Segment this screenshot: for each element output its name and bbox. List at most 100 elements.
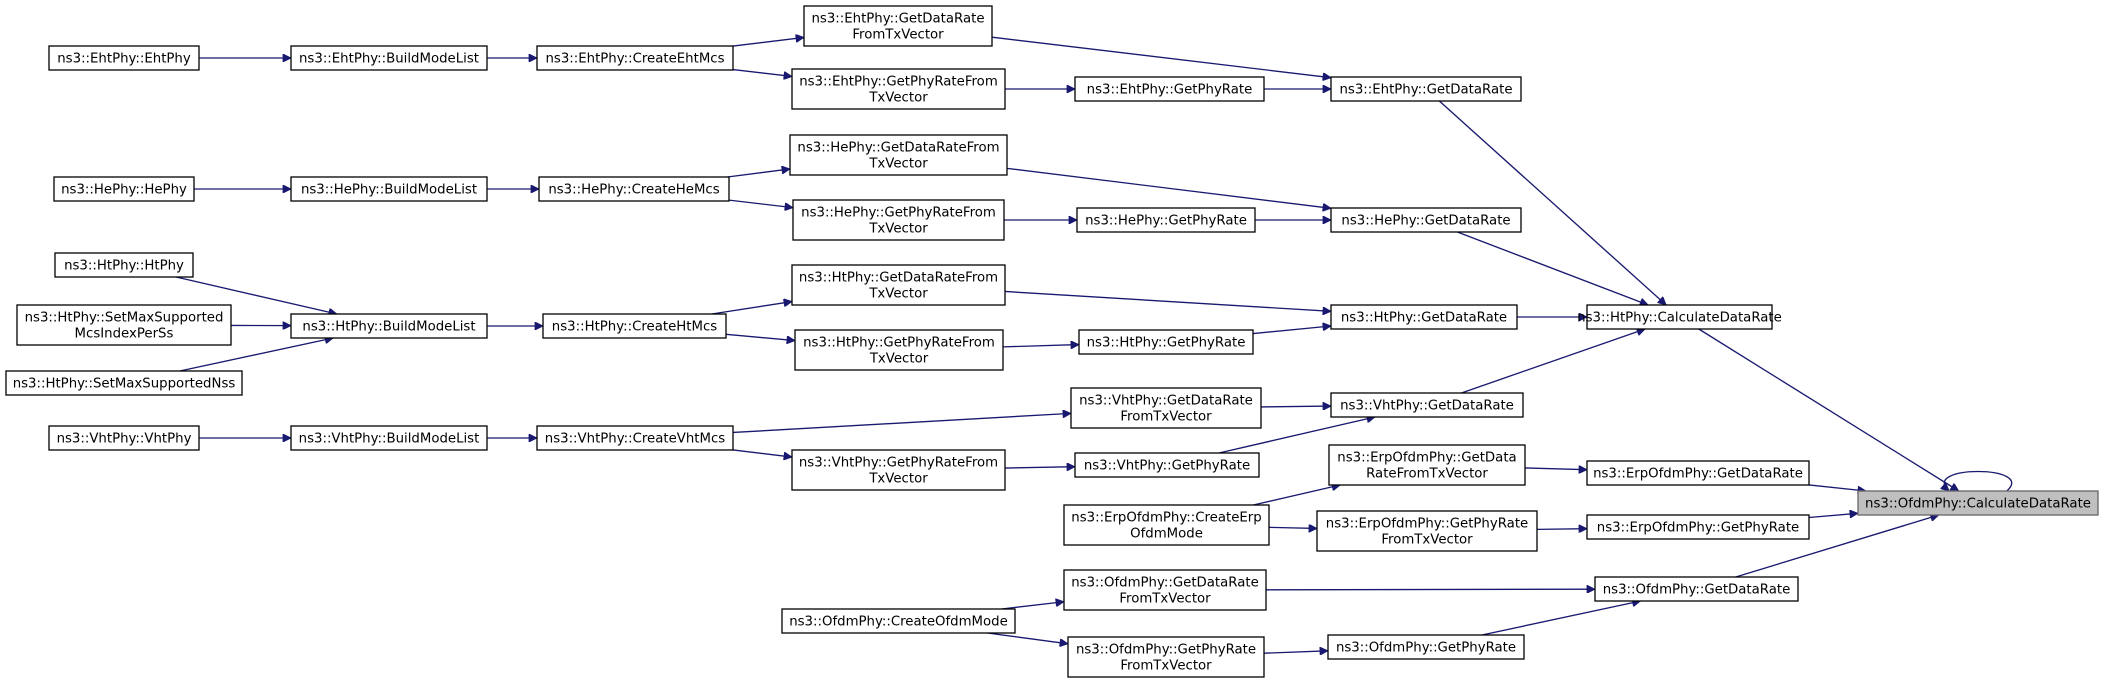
edge-n26-to-n25 <box>175 276 337 314</box>
graph-node[interactable]: ns3::VhtPhy::GetDataRate <box>1330 392 1524 418</box>
node-box <box>792 199 1005 241</box>
node-label: TxVector <box>868 287 928 302</box>
node-label: ns3::VhtPhy::BuildModeList <box>299 432 480 447</box>
node-box <box>1316 510 1538 552</box>
node-box <box>1330 392 1524 418</box>
node-box <box>1074 452 1260 478</box>
graph-node[interactable]: ns3::HtPhy::CalculateDataRate <box>1577 304 1782 330</box>
node-box <box>5 370 243 396</box>
node-box <box>290 313 488 339</box>
graph-node[interactable]: ns3::HePhy::GetPhyRate <box>1076 207 1256 233</box>
node-box <box>781 608 1016 634</box>
nodes-layer: ns3::OfdmPhy::CalculateDataRate ns3::HtPh… <box>5 5 2099 678</box>
edge-n36-to-n35 <box>1253 485 1340 506</box>
node-box <box>1063 569 1267 611</box>
graph-node[interactable]: ns3::HtPhy::BuildModeList <box>290 313 488 339</box>
node-label: ns3::OfdmPhy::GetDataRate <box>1071 576 1259 591</box>
graph-node[interactable]: ns3::HePhy::BuildModeList <box>290 176 488 202</box>
edge-n17-to-n18 <box>728 199 793 208</box>
graph-node[interactable]: ns3::HtPhy::GetPhyRate <box>1078 329 1254 355</box>
node-label: ns3::ErpOfdmPhy::GetPhyRate <box>1326 517 1528 532</box>
node-box <box>1327 634 1525 660</box>
graph-node[interactable]: ns3::ErpOfdmPhy::GetPhyRate <box>1586 514 1810 540</box>
graph-node[interactable]: ns3::EhtPhy::BuildModeList <box>290 45 488 71</box>
node-box <box>794 329 1004 371</box>
node-label: RateFromTxVector <box>1366 467 1488 482</box>
edge-n21-to-n7 <box>1004 290 1331 311</box>
node-label: ns3::ErpOfdmPhy::GetPhyRate <box>1597 521 1799 536</box>
edge-n9-to-n5 <box>991 36 1331 77</box>
graph-node[interactable]: ns3::HtPhy::HtPhy <box>54 252 194 278</box>
node-label: ns3::VhtPhy::GetDataRate <box>1340 399 1514 414</box>
edge-n3-to-n0 <box>1808 513 1858 519</box>
graph-node[interactable]: ns3::EhtPhy::EhtPhy <box>48 45 200 71</box>
edge-n28-to-n25 <box>179 338 333 372</box>
graph-node[interactable]: ns3::EhtPhy::GetDataRate <box>1330 76 1522 102</box>
graph-node[interactable]: ns3::HtPhy::CreateHtMcs <box>542 313 727 339</box>
edge-n39-to-n38 <box>1001 602 1064 610</box>
edge-n35-to-n2 <box>1524 468 1587 470</box>
node-label: ns3::HePhy::HePhy <box>61 183 187 198</box>
node-label: FromTxVector <box>1119 592 1211 607</box>
graph-node[interactable]: ns3::VhtPhy::BuildModeList <box>290 425 488 451</box>
edge-n36-to-n37 <box>1268 527 1317 528</box>
graph-node[interactable]: ns3::HePhy::CreateHeMcs <box>538 176 730 202</box>
edge-n29-to-n8 <box>1260 406 1331 407</box>
node-box <box>1586 514 1810 540</box>
node-label: TxVector <box>868 91 928 106</box>
graph-node[interactable]: ns3::OfdmPhy::CreateOfdmMode <box>781 608 1016 634</box>
node-label: ns3::OfdmPhy::GetDataRate <box>1603 583 1791 598</box>
graph-node[interactable]: ns3::VhtPhy::VhtPhy <box>48 425 200 451</box>
node-box <box>791 449 1006 491</box>
graph-node[interactable]: ns3::HtPhy::SetMaxSupportedNss <box>5 370 243 396</box>
graph-node[interactable]: ns3::HePhy::HePhy <box>53 176 195 202</box>
node-label: ns3::OfdmPhy::CalculateDataRate <box>1865 497 2091 512</box>
graph-node[interactable]: ns3::EhtPhy::GetPhyRate <box>1074 76 1265 102</box>
node-label: ns3::EhtPhy::GetPhyRate <box>1087 83 1253 98</box>
node-label: ns3::HtPhy::HtPhy <box>64 259 184 274</box>
edge-n4-to-n0 <box>1735 515 1939 578</box>
node-box <box>1078 329 1254 355</box>
node-box <box>538 176 730 202</box>
node-box <box>1070 387 1262 429</box>
node-label: ns3::HtPhy::SetMaxSupported <box>25 311 224 326</box>
graph-node[interactable]: ns3::HePhy::GetDataRate <box>1330 207 1522 233</box>
node-box <box>290 176 488 202</box>
graph-node[interactable]: ns3::HtPhy::GetDataRate <box>1330 304 1518 330</box>
edge-n17-to-n15 <box>727 169 790 178</box>
node-label: TxVector <box>868 157 928 172</box>
graph-node[interactable]: ns3::ErpOfdmPhy::GetDataRate <box>1586 460 1810 486</box>
node-box <box>1076 207 1256 233</box>
node-label: OfdmMode <box>1130 527 1203 542</box>
graph-node[interactable]: ns3::VhtPhy::CreateVhtMcs <box>536 425 734 451</box>
node-box <box>789 134 1008 176</box>
node-box <box>53 176 195 202</box>
node-box <box>803 5 993 47</box>
node-label: ns3::HePhy::GetPhyRate <box>1085 214 1247 229</box>
graph-node[interactable]: ns3::EhtPhy::CreateEhtMcs <box>536 45 734 71</box>
root-node[interactable]: ns3::OfdmPhy::CalculateDataRate <box>1857 490 2099 516</box>
graph-node[interactable]: ns3::OfdmPhy::GetDataRate <box>1594 576 1799 602</box>
node-label: ns3::VhtPhy::GetPhyRateFrom <box>799 456 998 471</box>
node-label: ns3::HePhy::GetPhyRateFrom <box>801 206 996 221</box>
graph-node[interactable]: ns3::VhtPhy::GetPhyRate <box>1074 452 1260 478</box>
graph-node[interactable]: ns3::OfdmPhy::GetPhyRate <box>1327 634 1525 660</box>
node-label: ns3::ErpOfdmPhy::CreateErp <box>1071 511 1261 526</box>
node-box <box>290 45 488 71</box>
node-label: ns3::VhtPhy::CreateVhtMcs <box>545 432 726 447</box>
